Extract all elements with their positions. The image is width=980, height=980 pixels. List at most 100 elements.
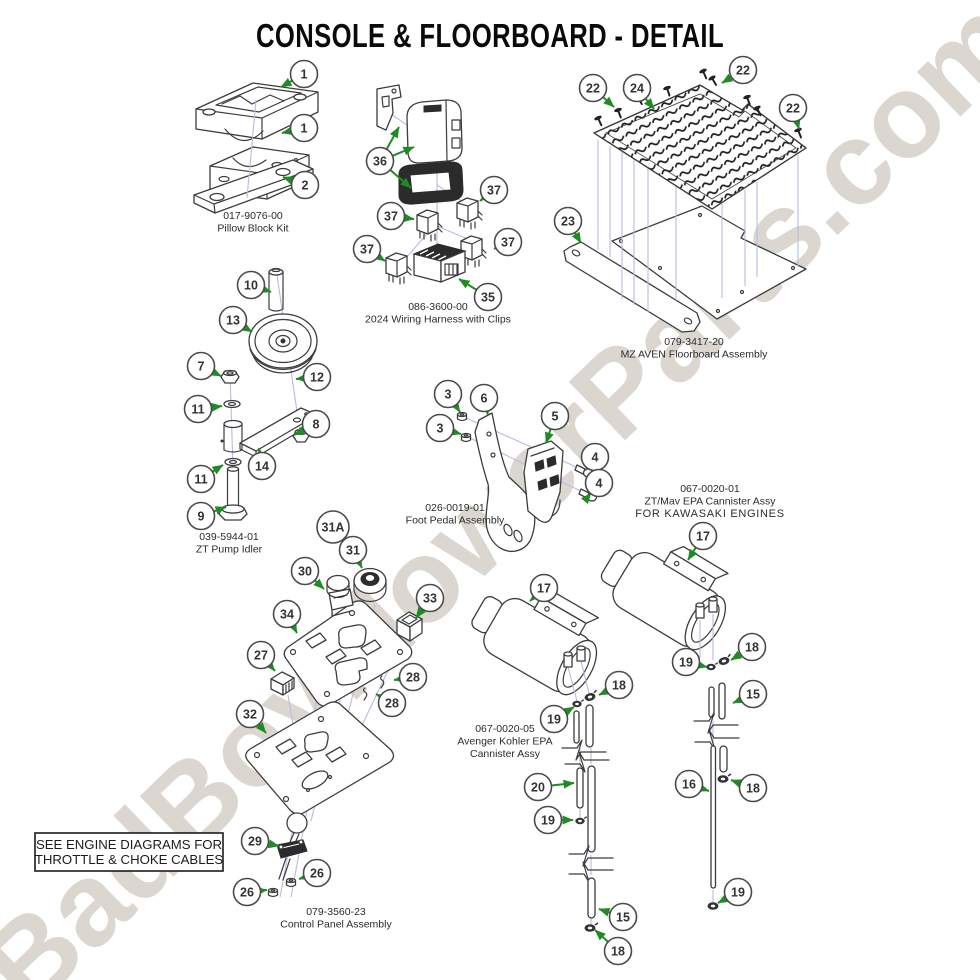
callout-number: 17 (537, 581, 551, 595)
wiring-harness-label-line2: 2024 Wiring Harness with Clips (365, 314, 511, 326)
callout-4: 4 (584, 468, 614, 498)
callout-number: 24 (630, 81, 644, 95)
callout-arrow-3 (450, 400, 461, 413)
callout-35: 35 (473, 282, 503, 312)
callout-arrow-32 (255, 722, 267, 734)
callout-26: 26 (302, 858, 332, 888)
wiring-harness-drawing (376, 84, 487, 285)
callout-number: 5 (552, 409, 559, 423)
zt-pump-idler-label-line2: ZT Pump Idler (196, 544, 263, 556)
callout-arrow-17 (529, 590, 541, 602)
callout-2: 2 (290, 170, 320, 200)
callout-number: 22 (586, 81, 600, 95)
callout-8: 8 (301, 409, 331, 439)
callout-number: 36 (373, 154, 387, 168)
callout-number: 19 (679, 655, 693, 669)
callout-number: 4 (592, 450, 599, 464)
callout-number: 22 (786, 101, 800, 115)
callout-number: 13 (226, 313, 240, 327)
callout-arrow-26 (256, 886, 268, 896)
callout-number: 37 (384, 209, 398, 223)
callout-number: 11 (191, 402, 204, 416)
callout-27: 27 (246, 640, 276, 670)
callout-arrow-37 (373, 251, 386, 262)
callout-number: 11 (194, 472, 207, 486)
callout-28: 28 (377, 688, 407, 718)
callout-arrow-36 (385, 126, 400, 150)
callout-arrow-18 (594, 929, 609, 943)
kohler-cannister-label-line2: Avenger Kohler EPA (457, 736, 552, 748)
callout-19: 19 (671, 647, 701, 677)
callout-arrow-22 (602, 96, 615, 108)
callout-36: 36 (365, 146, 395, 176)
callout-arrow-11 (211, 464, 224, 475)
callout-15: 15 (738, 679, 768, 709)
callout-17: 17 (688, 521, 718, 551)
callout-9: 9 (186, 501, 216, 531)
callout-19: 19 (533, 805, 563, 835)
callout-arrow-37 (403, 213, 415, 223)
callout-14: 14 (247, 451, 277, 481)
callout-number: 3 (437, 421, 444, 435)
foot-pedal-drawing (456, 411, 598, 552)
callout-5: 5 (540, 401, 570, 431)
callout-arrow-19 (695, 660, 708, 669)
callout-number: 34 (280, 607, 294, 621)
callout-number: 37 (501, 235, 515, 249)
callout-number: 18 (746, 781, 760, 795)
callout-arrow-5 (545, 428, 554, 444)
callout-number: 15 (616, 910, 630, 924)
callout-24: 24 (622, 73, 652, 103)
pillow-block-kit-label-line2: Pillow Block Kit (217, 223, 288, 235)
callout-13: 13 (218, 305, 248, 335)
callout-3: 3 (433, 379, 463, 409)
pto-switch-drawing (326, 574, 354, 617)
callout-3: 3 (425, 413, 455, 443)
callout-number: 27 (254, 648, 268, 662)
callout-number: 37 (487, 183, 501, 197)
callout-number: 1 (301, 67, 308, 81)
callout-12: 12 (302, 362, 332, 392)
callout-arrow-30 (313, 578, 325, 590)
callout-22: 22 (578, 73, 608, 103)
callout-number: 28 (385, 696, 399, 710)
callout-arrow-36 (389, 169, 412, 189)
callout-number: 30 (298, 564, 312, 578)
callout-7: 7 (186, 351, 216, 381)
callout-number: 31 (346, 543, 360, 557)
callout-arrow-28 (393, 673, 406, 683)
callout-number: 8 (313, 417, 320, 431)
callout-arrow-22 (791, 117, 801, 130)
callout-1: 1 (289, 113, 319, 143)
callout-arrow-16 (697, 783, 710, 792)
callout-arrow-34 (288, 621, 298, 634)
callout-arrow-15 (732, 694, 745, 704)
wiring-harness-label-line1: 086-3600-00 (408, 301, 468, 313)
callout-arrow-28 (375, 693, 388, 704)
pillow-block-kit-drawing (193, 82, 319, 214)
floorboard-label-line1: 079-3417-20 (664, 336, 724, 348)
callout-arrow-27 (264, 660, 276, 672)
callout-arrow-11 (211, 402, 223, 412)
tubes-drawing (561, 682, 740, 933)
callout-number: 18 (611, 944, 625, 958)
callout-arrow-9 (213, 506, 227, 515)
callout-number: 19 (547, 712, 561, 726)
kawasaki-cannister-label-line1: 067-0020-01 (680, 483, 740, 495)
callout-37: 37 (352, 234, 382, 264)
callout-number: 6 (481, 391, 488, 405)
callout-arrow-8 (293, 426, 306, 436)
callout-number: 35 (481, 290, 495, 304)
rocker-switch-drawing (396, 611, 423, 642)
callout-number: 19 (541, 813, 555, 827)
callout-33: 33 (415, 583, 445, 613)
callout-29: 29 (240, 826, 270, 856)
callout-number: 20 (531, 780, 545, 794)
callout-arrow-36 (392, 146, 415, 157)
callout-number: 7 (198, 359, 205, 373)
floorboard-drawing (563, 66, 807, 333)
callout-11: 11 (183, 394, 213, 424)
note-box: SEE ENGINE DIAGRAMS FOR THROTTLE & CHOKE… (34, 832, 224, 872)
